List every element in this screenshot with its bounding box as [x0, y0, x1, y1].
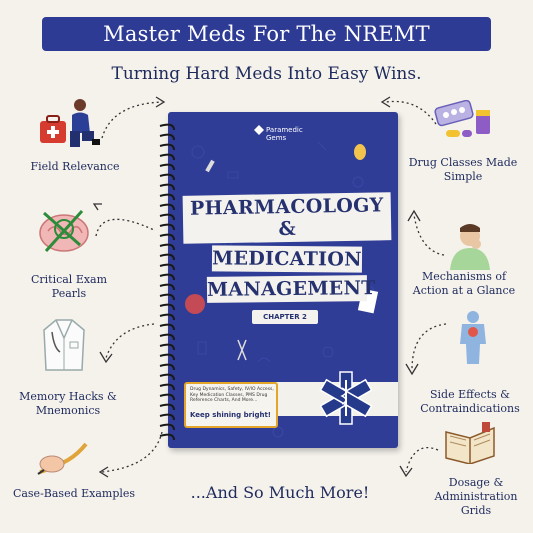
book-title-line-1: PHARMACOLOGY &	[182, 192, 392, 244]
open-book-icon	[442, 420, 498, 465]
star-of-life-icon	[319, 371, 373, 425]
arrow-dosage	[399, 446, 439, 478]
hand-pen-icon	[34, 438, 92, 478]
feature-label-exam-pearls: Critical Exam Pearls	[20, 273, 118, 301]
book-title-line-2: MEDICATION	[211, 245, 363, 273]
chapter-badge: CHAPTER 2	[252, 310, 318, 324]
book-cover: Paramedic Gems PHARMACOLOGY & MEDICATION…	[168, 112, 398, 448]
feature-label-side-effects: Side Effects & Contraindications	[420, 388, 520, 415]
cover-note-tagline: Keep shining bright!	[190, 411, 272, 419]
feature-label-field-relevance: Field Relevance	[30, 160, 120, 173]
arrow-case-based	[98, 431, 163, 478]
cover-note-box: Drug Dynamics, Safety, IV/IO Access, Key…	[184, 382, 278, 428]
book-title-line-3: MANAGEMENT	[206, 275, 376, 303]
feature-text: Critical Exam Pearls	[30, 273, 108, 300]
feature-label-mechanisms: Mechanisms of Action at a Glance	[412, 270, 516, 297]
arrow-drug-classes	[380, 96, 437, 125]
spiral-binding	[159, 123, 175, 440]
arrow-memory-hacks	[99, 323, 155, 364]
paramedic-kit-icon	[38, 95, 104, 151]
lab-coat-icon	[40, 318, 88, 372]
brand-name: Paramedic Gems	[266, 126, 303, 142]
arrow-mechanisms	[407, 209, 445, 256]
pills-icon	[432, 99, 496, 142]
title-banner: Master Meds For The NREMT	[42, 17, 491, 51]
feature-label-memory-hacks: Memory Hacks & Mnemonics	[10, 390, 126, 418]
page-subtitle: Turning Hard Meds Into Easy Wins.	[111, 64, 422, 84]
feature-text: Memory Hacks & Mnemonics	[19, 390, 117, 417]
brand-logo-icon	[254, 125, 264, 135]
cover-note-text: Drug Dynamics, Safety, IV/IO Access, Key…	[190, 387, 274, 403]
book-title: PHARMACOLOGY & MEDICATION MANAGEMENT	[182, 192, 392, 306]
feature-label-case-based: Case-Based Examples	[12, 487, 136, 500]
feature-label-dosage: Dosage & Administration Grids	[434, 476, 518, 517]
brain-target-icon	[36, 205, 92, 257]
body-organs-icon	[454, 310, 492, 364]
arrow-exam-pearls	[92, 203, 155, 237]
arrow-field-relevance	[101, 96, 166, 139]
arrow-side-effects	[405, 323, 447, 376]
person-coughing-icon	[446, 220, 494, 270]
and-so-much-more: ...And So Much More!	[190, 483, 370, 502]
page-title: Master Meds For The NREMT	[103, 22, 430, 46]
book-mockup: Paramedic Gems PHARMACOLOGY & MEDICATION…	[158, 112, 398, 448]
feature-label-drug-classes: Drug Classes Made Simple	[408, 156, 518, 183]
